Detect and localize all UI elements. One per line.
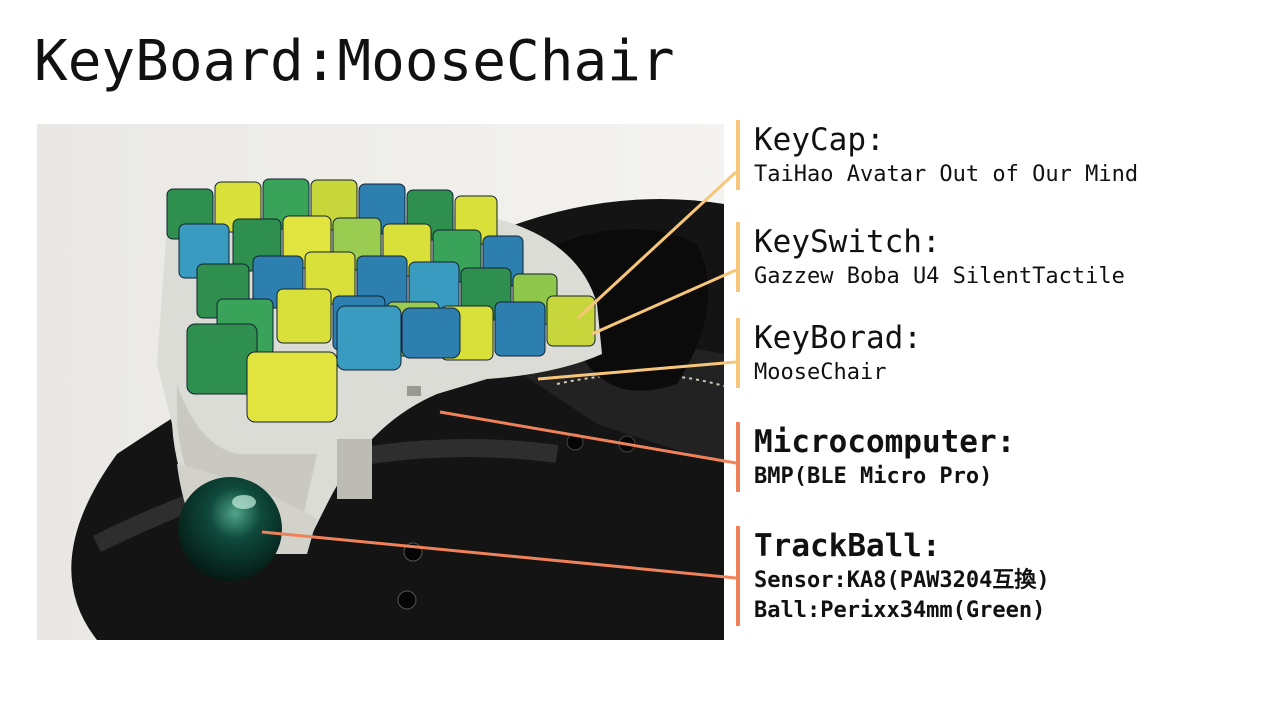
- annotation-keycap: KeyCap: TaiHao Avatar Out of Our Mind: [736, 120, 1138, 190]
- annotation-line: Gazzew Boba U4 SilentTactile: [754, 264, 1125, 289]
- annotation-line: Ball:Perixx34mm(Green): [754, 598, 1046, 623]
- annotation-line: MooseChair: [754, 360, 887, 385]
- annotation-heading: KeySwitch:: [754, 224, 941, 260]
- annotation-heading: Microcomputer:: [754, 424, 1016, 460]
- page-title: KeyBoard:MooseChair: [34, 29, 675, 94]
- annotation-line: TaiHao Avatar Out of Our Mind: [754, 162, 1139, 187]
- keyboard-photo: [37, 124, 724, 640]
- annotation-microcomputer: Microcomputer: BMP(BLE Micro Pro): [736, 422, 1015, 492]
- annotation-line: BMP(BLE Micro Pro): [754, 464, 993, 489]
- annotation-line: Sensor:KA8(PAW3204互換): [754, 568, 1050, 593]
- annotation-trackball: TrackBall: Sensor:KA8(PAW3204互換) Ball:Pe…: [736, 526, 1050, 626]
- annotation-keyswitch: KeySwitch: Gazzew Boba U4 SilentTactile: [736, 222, 1125, 292]
- annotation-keyboard: KeyBorad: MooseChair: [736, 318, 922, 388]
- annotation-heading: KeyCap:: [754, 122, 885, 158]
- annotation-heading: KeyBorad:: [754, 320, 922, 356]
- annotation-heading: TrackBall:: [754, 528, 941, 564]
